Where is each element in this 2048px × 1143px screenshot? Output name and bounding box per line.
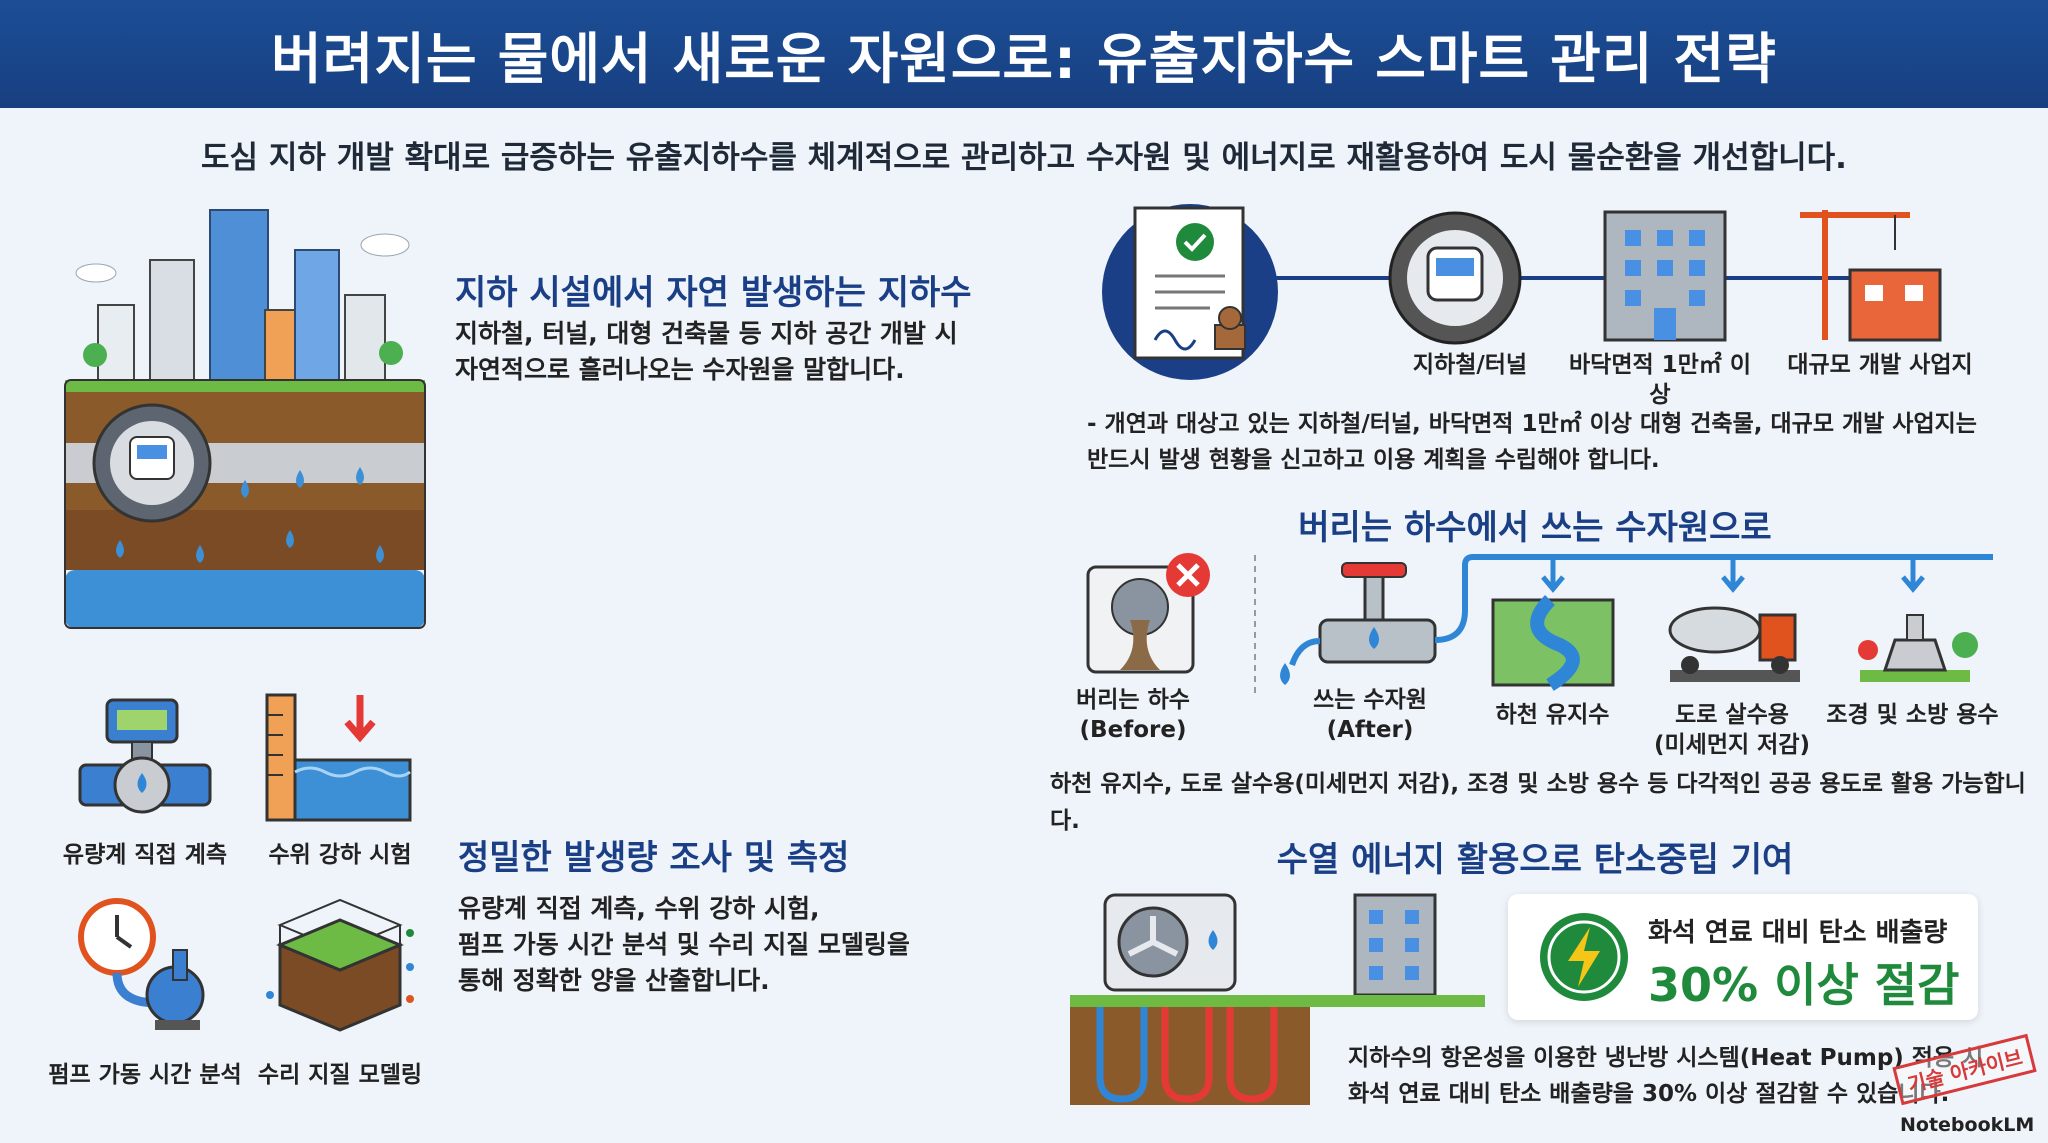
page-subtitle: 도심 지하 개발 확대로 급증하는 유출지하수를 체계적으로 관리하고 수자원 … [201,140,1847,176]
flowmeter-icon [78,698,212,814]
measure-text-2: 펌프 가동 시간 분석 및 수리 지질 모델링을 [458,930,910,959]
measure-heading: 정밀한 발생량 조사 및 측정 [458,838,850,878]
energy-text-1: 지하수의 항온성을 이용한 냉난방 시스템(Heat Pump) 적용 시 [1348,1045,1984,1071]
after-label-2: (After) [1326,717,1414,743]
heat-pump-illustration [1070,893,1485,1105]
report-flow-illustration [1102,204,1942,380]
method-label-geology: 수리 지질 모델링 [257,1062,423,1088]
reuse-heading: 버리는 하수에서 쓰는 수자원으로 [1298,508,1772,548]
energy-heading: 수열 에너지 활용으로 탄소중립 기여 [1276,840,1794,880]
origin-text-2: 자연적으로 흘러나오는 수자원을 말합니다. [455,355,905,384]
energy-text-2: 화석 연료 대비 탄소 배출량을 30% 이상 절감할 수 있습니다. [1348,1081,1950,1107]
callout-label: 화석 연료 대비 탄소 배출량 [1648,918,1948,948]
water-level-test-icon [265,693,412,822]
geology-model-icon [266,898,414,1032]
pump-gauge-icon [78,898,205,1030]
report-note-1: - 개연과 대상고 있는 지하철/터널, 바닥면적 1만㎡ 이상 대형 건축물,… [1087,411,1977,437]
use-label-river: 하천 유지수 [1495,702,1610,728]
target-label-subway: 지하철/터널 [1412,352,1528,378]
use-label-road: 도로 살수용 [1675,702,1789,728]
report-note-2: 반드시 발생 현황을 신고하고 이용 계획을 수립해야 합니다. [1087,447,1660,473]
measure-text-1: 유량계 직접 계측, 수위 강하 시험, [458,894,820,923]
before-label-2: (Before) [1079,717,1187,743]
brand-label: NotebookLM [1900,1114,2035,1136]
underground-city-illustration [64,209,426,629]
method-label-level: 수위 강하 시험 [268,842,412,868]
before-label-1: 버리는 하수 [1076,687,1190,713]
measure-text-3: 통해 정확한 양을 산출합니다. [458,966,770,995]
target-label-building: 바닥면적 1만㎡ 이상 [1569,352,1751,408]
reuse-note: 하천 유지수, 도로 살수용(미세먼지 저감), 조경 및 소방 용수 등 다각… [1050,771,2026,834]
page-title: 버려지는 물에서 새로운 자원으로: 유출지하수 스마트 관리 전략 [271,27,1777,91]
use-label-fire: 조경 및 소방 용수 [1826,702,1999,728]
method-label-pump: 펌프 가동 시간 분석 [48,1062,242,1088]
method-label-flowmeter: 유량계 직접 계측 [62,842,228,868]
after-label-1: 쓰는 수자원 [1313,687,1427,713]
callout-value: 30% 이상 절감 [1648,958,1960,1012]
origin-heading: 지하 시설에서 자연 발생하는 지하수 [455,273,972,313]
origin-text-1: 지하철, 터널, 대형 건축물 등 지하 공간 개발 시 [455,319,958,348]
title-bar: 버려지는 물에서 새로운 자원으로: 유출지하수 스마트 관리 전략 [0,0,2048,108]
carbon-callout: 화석 연료 대비 탄소 배출량 30% 이상 절감 [1508,894,1978,1020]
target-label-site: 대규모 개발 사업지 [1787,352,1973,378]
lightning-icon [1540,913,1628,1001]
reuse-flow-illustration [1086,553,1993,695]
use-label-road-sub: (미세먼지 저감) [1654,732,1810,758]
